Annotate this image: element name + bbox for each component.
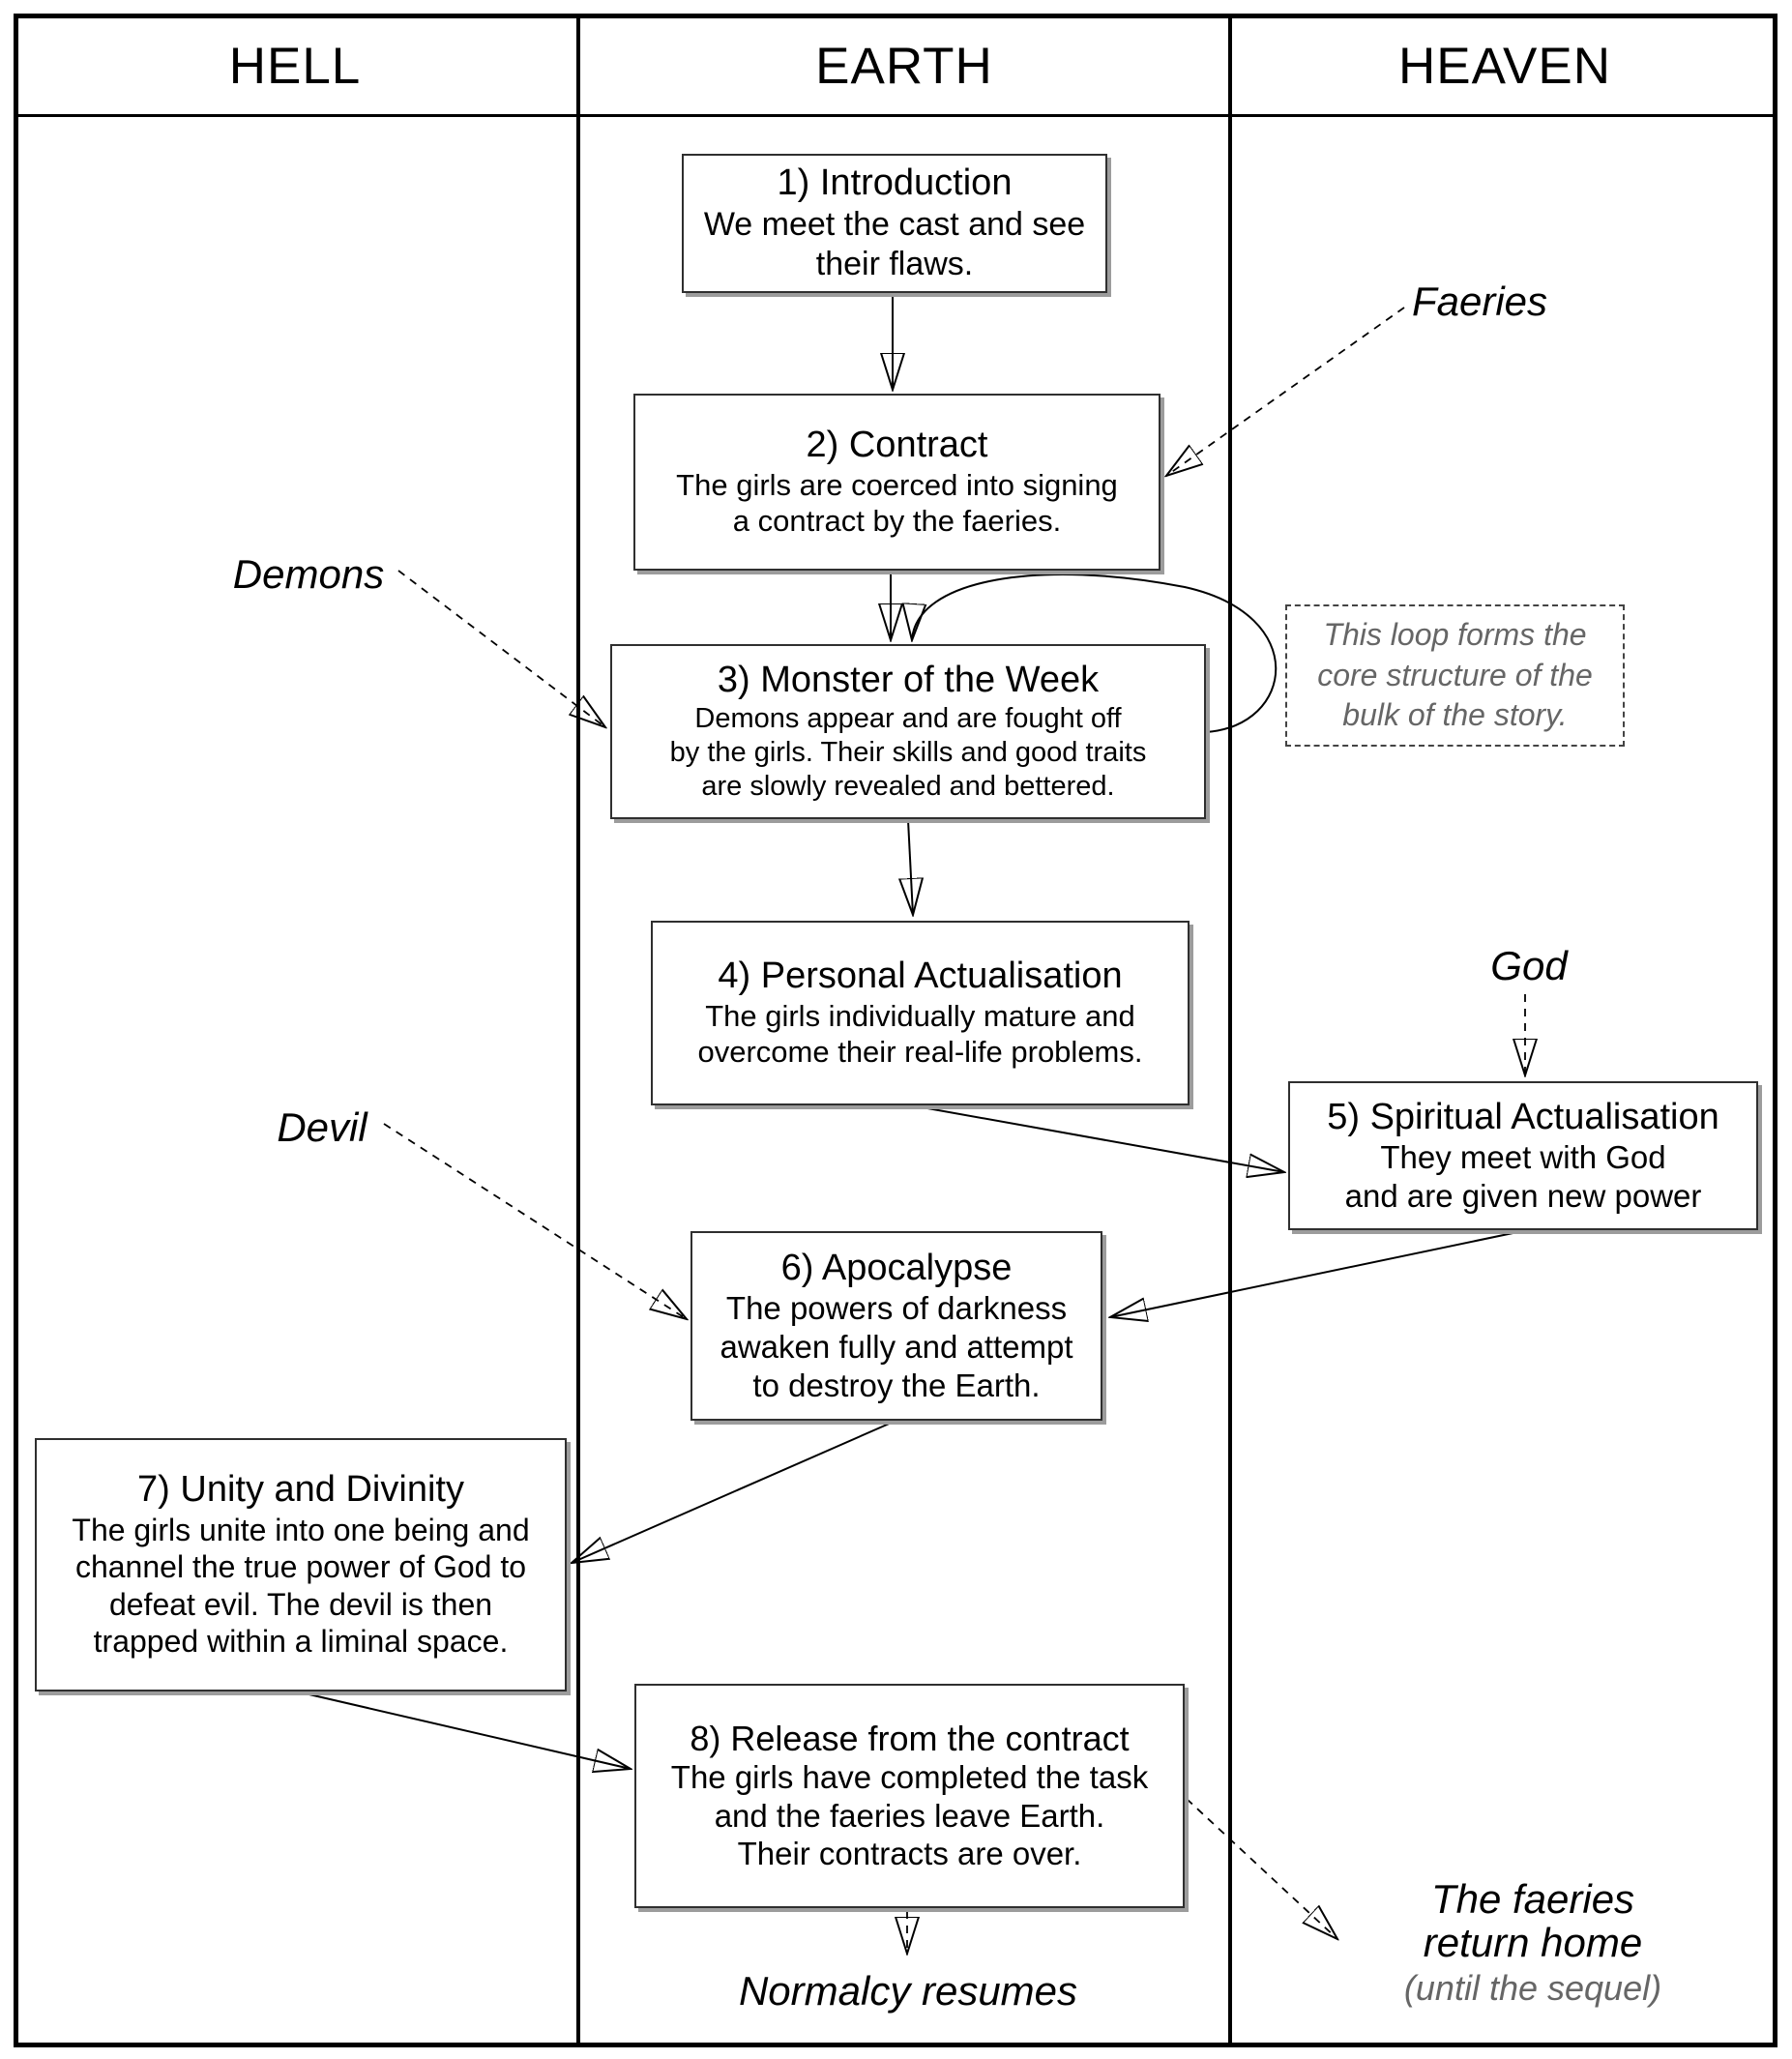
flow-box-monster-of-the-week: 3) Monster of the Week Demons appear and…	[610, 644, 1206, 819]
box-body: Demons appear and are fought off by the …	[669, 703, 1147, 802]
flow-box-release-from-contract: 8) Release from the contract The girls h…	[634, 1684, 1185, 1908]
box-title: 7) Unity and Divinity	[137, 1469, 464, 1511]
box-title: 2) Contract	[806, 425, 988, 466]
label-god: God	[1490, 943, 1568, 988]
box-title: 1) Introduction	[777, 162, 1013, 204]
flow-box-spiritual-actualisation: 5) Spiritual Actualisation They meet wit…	[1288, 1081, 1758, 1230]
label-faeries-return-line2: return home	[1423, 1919, 1643, 1965]
flow-box-personal-actualisation: 4) Personal Actualisation The girls indi…	[651, 921, 1190, 1105]
box-body: The girls individually mature and overco…	[697, 999, 1143, 1070]
column-header-heaven: HEAVEN	[1397, 38, 1612, 95]
header-separator-line	[14, 114, 1777, 117]
box-title: 8) Release from the contract	[690, 1718, 1130, 1758]
box-title: 3) Monster of the Week	[717, 660, 1100, 701]
label-demons: Demons	[232, 551, 385, 597]
flow-box-introduction: 1) Introduction We meet the cast and see…	[682, 154, 1107, 293]
column-divider-earth-heaven	[1228, 14, 1232, 2043]
flow-box-contract: 2) Contract The girls are coerced into s…	[633, 394, 1160, 571]
label-faeries-return-line1: The faeries	[1430, 1875, 1635, 1922]
loop-annotation: This loop forms the core structure of th…	[1285, 604, 1625, 747]
box-body: The girls are coerced into signing a con…	[676, 468, 1118, 539]
box-body: They meet with God and are given new pow…	[1344, 1139, 1702, 1214]
table-outer-border	[14, 14, 1777, 2047]
column-header-hell: HELL	[228, 38, 362, 95]
flow-box-apocalypse: 6) Apocalypse The powers of darkness awa…	[690, 1231, 1102, 1421]
box-body: We meet the cast and see their flaws.	[703, 206, 1086, 282]
label-until-the-sequel: (until the sequel)	[1403, 1968, 1662, 2008]
flow-box-unity-and-divinity: 7) Unity and Divinity The girls unite in…	[35, 1438, 567, 1691]
box-body: The girls have completed the task and th…	[670, 1759, 1149, 1872]
label-normalcy-resumes: Normalcy resumes	[738, 1968, 1078, 2014]
column-header-earth: EARTH	[815, 38, 993, 95]
label-faeries: Faeries	[1411, 279, 1548, 324]
box-body: The girls unite into one being and chann…	[72, 1513, 530, 1660]
box-title: 5) Spiritual Actualisation	[1327, 1096, 1719, 1137]
box-body: The powers of darkness awaken fully and …	[720, 1290, 1073, 1403]
column-divider-hell-earth	[576, 14, 580, 2043]
box-title: 4) Personal Actualisation	[718, 956, 1123, 997]
box-title: 6) Apocalypse	[780, 1247, 1013, 1288]
label-devil: Devil	[277, 1104, 367, 1150]
